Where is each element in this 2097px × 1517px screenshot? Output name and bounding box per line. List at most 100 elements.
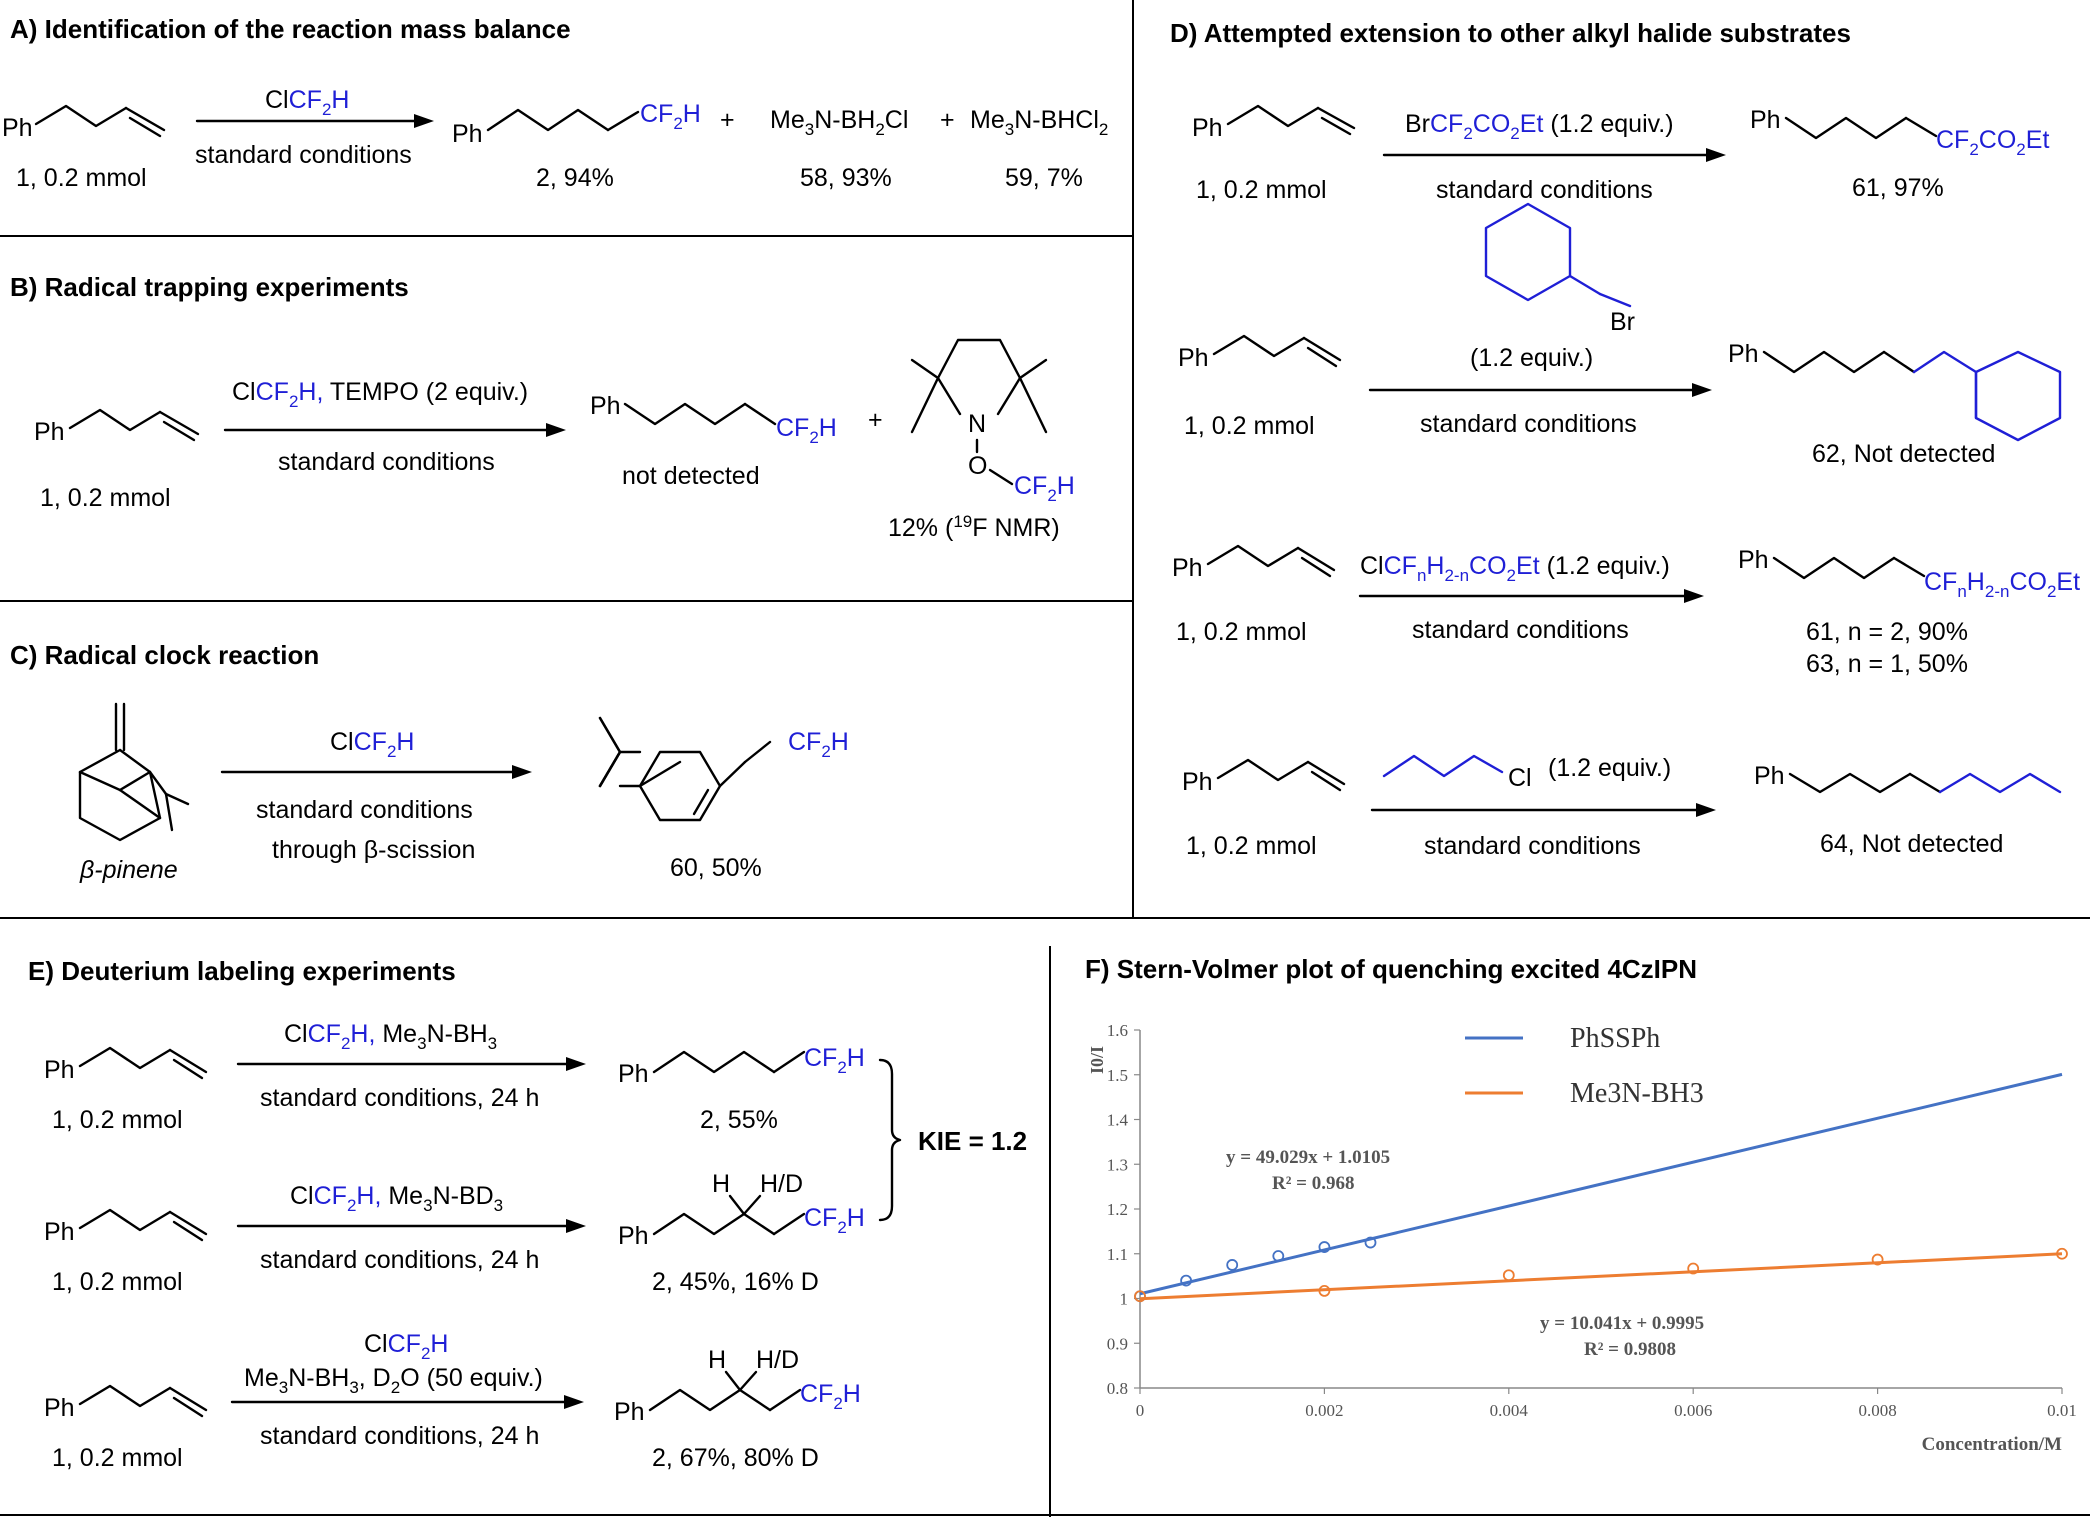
substrate-label: 1, 0.2 mmol xyxy=(1186,832,1317,860)
svg-text:CFnH2-nCO2Et: CFnH2-nCO2Et xyxy=(1924,568,2080,601)
substrate-1-structure: Ph xyxy=(34,408,200,446)
svg-text:Ph: Ph xyxy=(590,392,621,420)
kie-bracket xyxy=(878,1058,902,1222)
substrate-label: 1, 0.2 mmol xyxy=(1176,618,1307,646)
conditions-label: standard conditions xyxy=(195,141,412,169)
x-axis-label: Concentration/M xyxy=(1922,1434,2062,1455)
svg-text:Ph: Ph xyxy=(1172,554,1203,582)
svg-text:+: + xyxy=(868,406,883,434)
kie-label: KIE = 1.2 xyxy=(918,1126,1027,1156)
panel-d-heading: D) Attempted extension to other alkyl ha… xyxy=(1170,18,1851,48)
svg-text:Ph: Ph xyxy=(1182,768,1213,796)
svg-text:ClCF2H: ClCF2H xyxy=(364,1330,448,1363)
panel-a-heading: A) Identification of the reaction mass b… xyxy=(10,14,571,44)
product-2-structure: Ph CF2H xyxy=(590,392,837,447)
conditions-label: standard conditions, 24 h xyxy=(260,1084,539,1112)
legend-label: PhSSPh xyxy=(1570,1023,1660,1054)
y-tick-label: 1.1 xyxy=(1107,1245,1128,1264)
product-label: 2, 55% xyxy=(700,1106,778,1134)
svg-text:CF2H: CF2H xyxy=(1014,472,1075,505)
r2-label: R² = 0.968 xyxy=(1272,1173,1355,1194)
beta-pinene-structure xyxy=(78,702,190,842)
conditions-label: standard conditions, 24 h xyxy=(260,1246,539,1274)
data-point xyxy=(1134,1290,1146,1303)
conditions-label: standard conditions xyxy=(1420,410,1637,438)
equation-label: y = 10.041x + 0.9995 xyxy=(1540,1313,1704,1334)
product-label: 62, Not detected xyxy=(1812,440,1995,468)
equation-label: y = 49.029x + 1.0105 xyxy=(1226,1147,1390,1168)
x-tick-label: 0.008 xyxy=(1858,1401,1896,1420)
panel-a: A) Identification of the reaction mass b… xyxy=(2,14,1108,192)
substrate-label: 1, 0.2 mmol xyxy=(52,1268,183,1296)
legend-label: Me3N-BH3 xyxy=(1570,1078,1704,1109)
data-point xyxy=(1364,1236,1377,1249)
substrate-label: 1, 0.2 mmol xyxy=(52,1106,183,1134)
svg-text:Ph: Ph xyxy=(1754,762,1785,790)
y-tick-label: 1.3 xyxy=(1107,1155,1128,1174)
trendline-1 xyxy=(1139,1252,2063,1301)
substrate-label: 1, 0.2 mmol xyxy=(1196,176,1327,204)
substrate-1-structure: Ph xyxy=(44,1384,208,1422)
panel-e: E) Deuterium labeling experiments Ph 1, … xyxy=(28,956,1027,1472)
product-64-structure: Ph xyxy=(1754,762,2062,794)
product-2-deuterated-structure: Ph H H/D CF2H xyxy=(614,1346,861,1426)
svg-text:H: H xyxy=(708,1346,726,1374)
product-2-deuterated-structure: Ph H H/D CF2H xyxy=(618,1170,865,1250)
substrate-label: 1, 0.2 mmol xyxy=(1184,412,1315,440)
svg-text:H: H xyxy=(712,1170,730,1198)
tempo-adduct-structure: N O CF2H xyxy=(910,338,1075,505)
panel-c: C) Radical clock reaction β-pinene ClCF2… xyxy=(10,640,849,884)
trendline-0 xyxy=(1139,1072,2063,1296)
data-point xyxy=(1871,1253,1884,1266)
substrate-1-structure: Ph xyxy=(44,1046,208,1084)
data-point xyxy=(1687,1262,1700,1275)
svg-text:Cl: Cl xyxy=(1508,764,1532,792)
product-62-structure: Ph xyxy=(1728,340,2062,442)
r2-label: R² = 0.9808 xyxy=(1584,1339,1676,1360)
svg-text:Ph: Ph xyxy=(1178,344,1209,372)
svg-text:+: + xyxy=(940,106,955,134)
substrate-1-structure: Ph xyxy=(1172,544,1336,582)
panel-d: D) Attempted extension to other alkyl ha… xyxy=(1170,18,2080,860)
conditions-label: standard conditions xyxy=(1436,176,1653,204)
substrate-label: 1, 0.2 mmol xyxy=(16,164,147,192)
product-label: 60, 50% xyxy=(670,854,762,882)
reagent-label: (1.2 equiv.) xyxy=(1548,754,1671,782)
svg-text:H/D: H/D xyxy=(760,1170,803,1198)
conditions-label: standard conditions xyxy=(256,796,473,824)
panel-e-heading: E) Deuterium labeling experiments xyxy=(28,956,456,986)
svg-text:CF2H: CF2H xyxy=(804,1044,865,1077)
reagent-label: (1.2 equiv.) xyxy=(1470,344,1593,372)
conditions-label: standard conditions xyxy=(1424,832,1641,860)
y-tick-label: 0.8 xyxy=(1107,1379,1128,1398)
svg-text:CF2H: CF2H xyxy=(788,728,849,761)
svg-text:H/D: H/D xyxy=(756,1346,799,1374)
product-label: 64, Not detected xyxy=(1820,830,2003,858)
svg-text:BrCF2CO2Et (1.2 equiv.): BrCF2CO2Et (1.2 equiv.) xyxy=(1405,110,1674,143)
svg-text:CF2H: CF2H xyxy=(800,1380,861,1413)
product-label: 61, n = 2, 90% xyxy=(1806,618,1968,646)
product-61-structure: Ph CF2CO2Et xyxy=(1750,106,2049,159)
product-label: 61, 97% xyxy=(1852,174,1944,202)
data-point xyxy=(1502,1269,1515,1282)
x-tick-label: 0.006 xyxy=(1674,1401,1712,1420)
data-point xyxy=(1226,1259,1239,1271)
svg-text:ClCF2H, TEMPO (2 equiv.): ClCF2H, TEMPO (2 equiv.) xyxy=(232,378,528,411)
y-tick-label: 1.6 xyxy=(1107,1021,1128,1040)
byproduct-59: Me3N-BHCl2 xyxy=(970,106,1108,139)
svg-text:Ph: Ph xyxy=(1192,114,1223,142)
product-note: not detected xyxy=(622,462,760,490)
substrate-1-structure: Ph xyxy=(1182,758,1346,796)
svg-text:Ph: Ph xyxy=(452,120,483,148)
product-label-2: 63, n = 1, 50% xyxy=(1806,650,1968,678)
butyl-chloride-structure: Cl xyxy=(1382,754,1532,792)
adduct-yield: 12% (19F NMR) xyxy=(888,512,1060,542)
data-point xyxy=(1318,1241,1331,1253)
y-tick-label: 1 xyxy=(1120,1290,1129,1309)
svg-text:ClCF2H: ClCF2H xyxy=(265,86,349,119)
svg-text:Br: Br xyxy=(1610,308,1635,336)
substrate-name: β-pinene xyxy=(79,856,178,884)
